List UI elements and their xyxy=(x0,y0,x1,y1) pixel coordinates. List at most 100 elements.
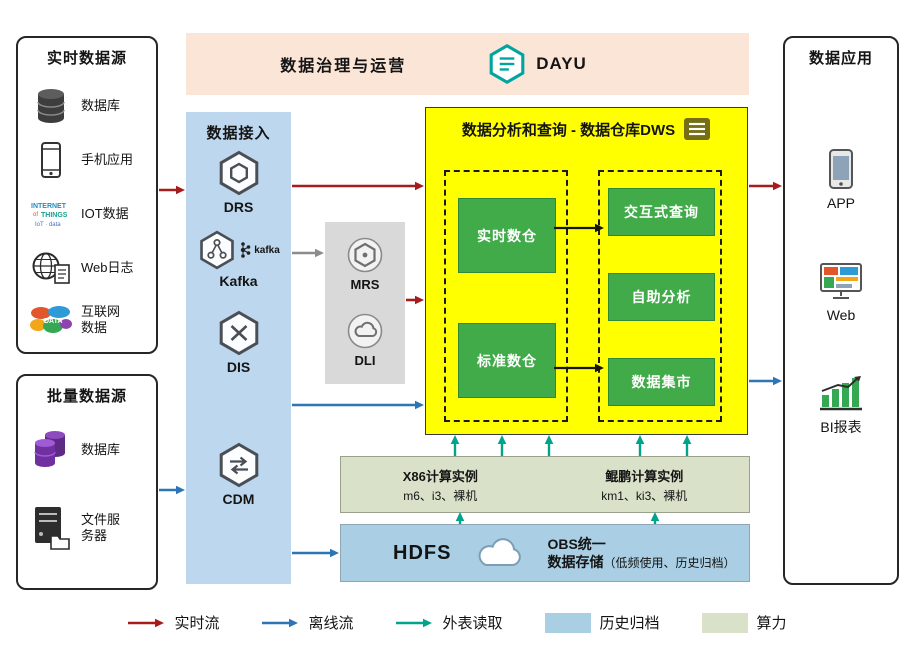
applications-title: 数据应用 xyxy=(808,50,873,67)
realtime-sources-title: 实时数据源 xyxy=(46,50,127,67)
svg-text:THINGS: THINGS xyxy=(41,212,68,219)
module-realtime-warehouse: 实时数仓 xyxy=(458,198,556,273)
dayu-label: DAYU xyxy=(536,54,587,73)
list-item: DATA 互联网数据 xyxy=(28,296,156,344)
archive-swatch xyxy=(544,612,591,633)
legend-offline: 离线流 xyxy=(261,612,353,633)
web-icon xyxy=(820,263,862,299)
compute-x86: X86计算实例 m6、i3、裸机 xyxy=(403,466,478,504)
service-label: CDM xyxy=(222,491,255,507)
external-read-arrow-icon xyxy=(396,618,433,627)
hdfs-label: HDFS xyxy=(393,541,452,564)
module-interactive-query: 交互式查询 xyxy=(608,188,715,236)
arrow-ingestion-to-warehouse xyxy=(292,181,424,191)
arrow-realtime-sources-to-ingestion xyxy=(159,185,185,195)
dayu-icon xyxy=(489,43,525,85)
offline-arrow-icon xyxy=(262,618,299,627)
list-item: 数据库 xyxy=(28,422,156,478)
svg-text:IoT · data: IoT · data xyxy=(35,222,61,228)
web-log-icon xyxy=(32,252,70,284)
service-label: DRS xyxy=(223,199,254,215)
kafka-icon xyxy=(200,230,234,270)
applications-panel: 数据应用 APP Web xyxy=(783,36,899,585)
source-label: 互联网数据 xyxy=(81,303,121,335)
obs-note: （低频使用、历史归档） xyxy=(603,555,736,570)
svg-text:DATA: DATA xyxy=(44,318,62,325)
app-item: Web xyxy=(785,262,897,323)
service-label: DLI xyxy=(354,353,376,368)
compute-panel: X86计算实例 m6、i3、裸机 鲲鹏计算实例 km1、ki3、裸机 xyxy=(340,456,750,513)
list-item: 手机应用 xyxy=(28,136,156,184)
legend-label: 外表读取 xyxy=(442,615,503,632)
warehouse-storage-group: 实时数仓 标准数仓 xyxy=(444,170,568,422)
source-label: IOT数据 xyxy=(81,205,129,221)
arrow-middleware-to-warehouse xyxy=(406,295,424,305)
obs-line1: OBS统一 xyxy=(547,535,606,552)
compute-title: 鲲鹏计算实例 xyxy=(605,468,684,484)
arrow-ingestion-offline-to-warehouse xyxy=(292,400,424,410)
obs-text: OBS统一 数据存储 （低频使用、历史归档） xyxy=(547,535,735,572)
source-label: 数据库 xyxy=(81,97,121,113)
cdm-icon xyxy=(219,442,258,488)
compute-kunpeng: 鲲鹏计算实例 km1、ki3、裸机 xyxy=(601,466,687,504)
dis-icon xyxy=(219,310,258,356)
legend-archive: 历史归档 xyxy=(544,612,660,633)
service-label: DIS xyxy=(226,359,251,375)
batch-sources-panel: 批量数据源 数据库 xyxy=(16,374,158,590)
dli-icon xyxy=(347,313,383,349)
source-label: Web日志 xyxy=(81,259,134,275)
service-label: Kafka xyxy=(219,273,258,289)
file-server-icon xyxy=(35,507,70,550)
compute-subtitle: km1、ki3、裸机 xyxy=(601,488,688,503)
arrow-compute-to-warehouse xyxy=(450,435,692,456)
obs-line2: 数据存储 xyxy=(547,553,604,570)
phone-icon xyxy=(41,142,61,178)
list-item: 文件服务器 xyxy=(28,498,156,558)
list-item: 数据库 xyxy=(28,82,156,130)
database-purple-icon xyxy=(34,431,65,467)
obs-cloud-icon xyxy=(479,538,522,566)
legend-label: 离线流 xyxy=(308,615,354,632)
source-label: 手机应用 xyxy=(81,151,134,167)
realtime-arrow-icon xyxy=(128,618,165,627)
kafka-logo-icon xyxy=(241,242,251,258)
bi-report-icon xyxy=(820,376,862,411)
warehouse-title-row: 数据分析和查询 - 数据仓库DWS xyxy=(426,117,747,141)
database-icon xyxy=(37,89,65,123)
dws-icon xyxy=(684,118,711,140)
batch-sources-title: 批量数据源 xyxy=(46,388,127,405)
kafka-logo-text: kafka xyxy=(254,244,280,256)
realtime-sources-panel: 实时数据源 数据库 手机应用 xyxy=(16,36,158,354)
middleware-panel: MRS DLI xyxy=(325,222,405,384)
service-drs: DRS xyxy=(186,150,291,215)
app-item: BI报表 xyxy=(785,374,897,437)
iot-icon: INTERNET of THINGS IoT · data xyxy=(31,203,68,228)
app-label: Web xyxy=(826,307,856,323)
app-item: APP xyxy=(785,148,897,211)
app-icon xyxy=(829,149,853,189)
arrow-cdm-to-storage xyxy=(292,548,339,558)
svg-text:of: of xyxy=(33,212,38,218)
arrow-warehouse-to-bi xyxy=(749,376,782,386)
app-label: APP xyxy=(826,195,855,211)
arrow-warehouse-to-apps xyxy=(749,181,782,191)
warehouse-query-group: 交互式查询 自助分析 数据集市 xyxy=(598,170,722,422)
drs-icon xyxy=(219,150,258,196)
service-dli: DLI xyxy=(325,312,405,368)
arrow-storage-to-compute xyxy=(455,512,660,524)
legend-label: 算力 xyxy=(756,615,787,632)
compute-swatch xyxy=(701,612,748,633)
internet-data-icon: DATA xyxy=(30,306,72,333)
mrs-icon xyxy=(347,237,383,273)
dayu-brand: DAYU xyxy=(486,43,587,85)
legend-realtime: 实时流 xyxy=(127,612,219,633)
ingestion-title: 数据接入 xyxy=(206,125,271,142)
governance-panel: 数据治理与运营 DAYU xyxy=(186,33,749,95)
app-label: BI报表 xyxy=(820,419,862,435)
list-item: Web日志 xyxy=(28,244,156,292)
compute-title: X86计算实例 xyxy=(402,468,478,484)
service-cdm: CDM xyxy=(186,442,291,507)
arrow-kafka-to-mrs xyxy=(292,248,324,258)
legend: 实时流 离线流 外表读取 历史归档 算力 xyxy=(0,612,914,633)
